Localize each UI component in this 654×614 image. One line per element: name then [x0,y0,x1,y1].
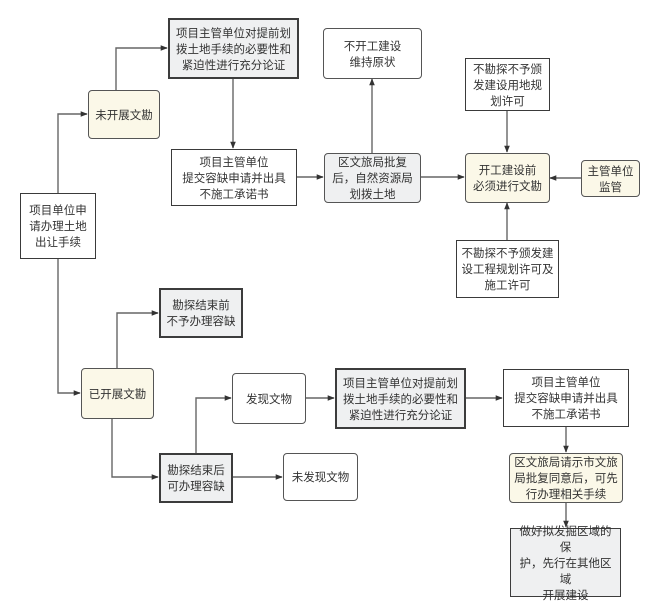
node-protect-excavation-area[interactable]: 做好拟发掘区域的保 护，先行在其他区域 开展建设 [510,524,621,602]
edge-start-to-not-surveyed [57,111,88,193]
node-submit-application-bottom[interactable]: 项目主管单位 提交容缺申请并出具 不施工承诺书 [503,369,629,427]
node-demonstrate-necessity-bottom[interactable]: 项目主管单位对提前划 拨土地手续的必要性和 紧迫性进行充分论证 [335,368,466,429]
edge-surveyed-to-before-end [116,310,159,368]
edge-start-to-surveyed [57,258,81,396]
node-surveyed[interactable]: 已开展文勘 [81,368,154,419]
edge-surveyed-to-after-end [111,418,159,480]
node-city-bureau-approval[interactable]: 区文旅局请示市文旅 局批复同意后，可先 行办理相关手续 [509,453,623,503]
node-after-survey-end[interactable]: 勘探结束后 可办理容缺 [159,453,233,503]
edge-not-surveyed-to-demonstrate-top [115,45,168,90]
node-no-relics-found[interactable]: 未发现文物 [283,453,358,501]
node-no-construction[interactable]: 不开工建设 维持原状 [323,28,422,79]
node-supervision[interactable]: 主管单位 监管 [581,160,640,197]
node-demonstrate-necessity-top[interactable]: 项目主管单位对提前划 拨土地手续的必要性和 紧迫性进行充分论证 [168,18,299,79]
node-approve-allocate-land[interactable]: 区文旅局批复 后，自然资源局 划拨土地 [324,153,421,203]
node-no-land-use-permit[interactable]: 不勘探不予颁 发建设用地规 划许可 [465,58,550,111]
node-no-construction-permit[interactable]: 不勘探不予颁发建 设工程规划许可及 施工许可 [456,240,559,298]
node-not-surveyed[interactable]: 未开展文勘 [88,90,160,139]
node-submit-application-top[interactable]: 项目主管单位 提交容缺申请并出具 不施工承诺书 [171,149,297,206]
node-must-survey-before-construction[interactable]: 开工建设前 必须进行文勘 [465,153,550,203]
node-apply-land-transfer[interactable]: 项目单位申 请办理土地 出让手续 [20,193,96,259]
node-before-survey-end[interactable]: 勘探结束前 不予办理容缺 [159,288,243,338]
node-relics-found[interactable]: 发现文物 [232,373,306,424]
edge-after-end-to-found-relics [195,395,232,453]
